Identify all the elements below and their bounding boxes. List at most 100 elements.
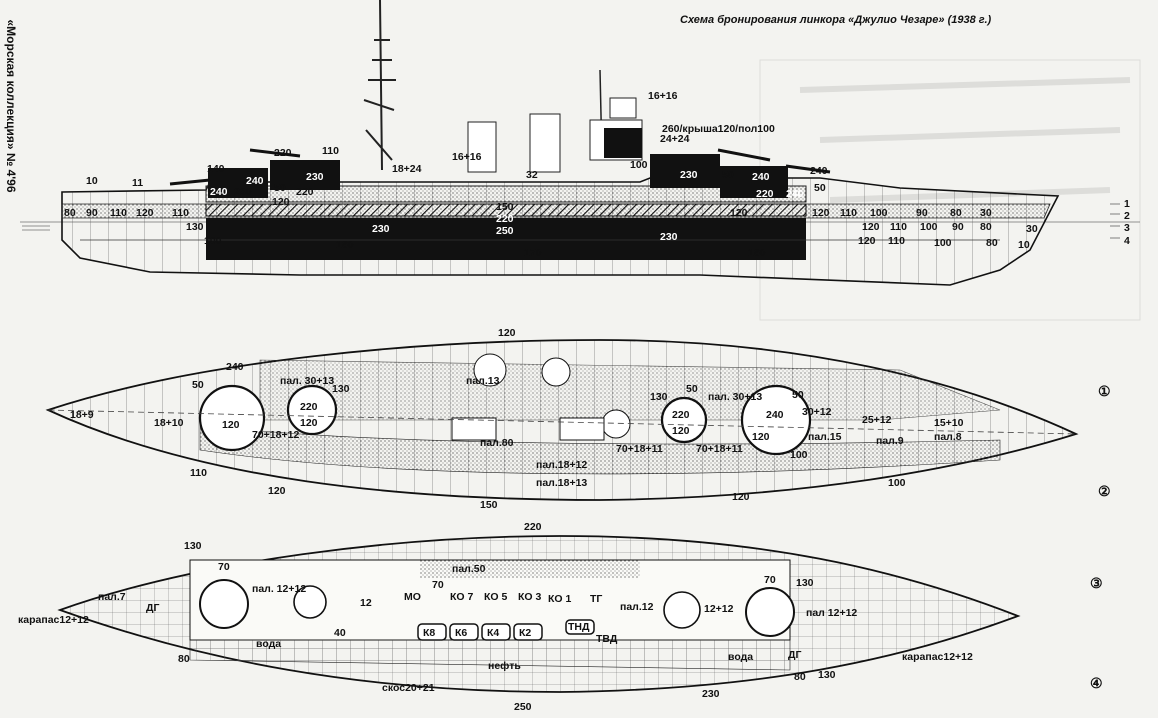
deck-plan-upper: 120 240 50 пал. 30+13 130 220 120 пал.13… [45,327,1111,511]
deck1-label: пал.18+13 [536,477,587,489]
deck1-label: 220 [672,409,690,421]
profile-label: 220 [296,186,314,198]
deck2-label: 220 [524,521,542,533]
profile-label: 80 [986,237,998,249]
deck1-label: 150 [480,499,498,511]
diagram-caption: Схема бронирования линкора «Джулио Чезар… [680,14,992,26]
deck2-label: ДГ [146,602,159,614]
profile-label: 110 [110,207,127,219]
waterline-marker-4: 4 [1124,235,1130,247]
profile-label: 120 [730,207,748,219]
profile-label: 90 [952,221,964,233]
profile-label: 100 [934,237,952,249]
profile-label: 80 [64,207,76,219]
profile-label: 110 [888,235,905,247]
profile-label: 100 [204,235,222,247]
profile-label: 240 [246,175,264,187]
deck2-label: карапас12+12 [18,614,89,626]
deck1-label: 100 [888,477,906,489]
profile-label: 160 [336,239,354,251]
deck1-label: 120 [672,425,690,437]
deck1-label: 15+10 [934,417,964,429]
deck1-label: 50 [686,383,698,395]
deck1-label: 18+9 [70,409,94,421]
profile-label: 170 [524,247,542,259]
deck2-label: карапас12+12 [902,651,973,663]
deck1-label: 130 [650,391,668,403]
deck2-label: КО 5 [484,591,507,603]
deck2-label: 80 [794,671,806,683]
deck1-label: 220 [300,401,318,413]
profile-label: 120 [812,207,830,219]
deck1-label: пал.15 [808,431,842,443]
profile-label: 90 [86,207,98,219]
deck1-label: пал.8 [934,431,962,443]
profile-label: 240 [786,188,804,200]
deck1-label: 120 [268,485,286,497]
profile-label: 240 [210,186,228,198]
deck-plan-lower: 220 130 70 пал.50 70 130 70 пал. 12+12 1… [18,521,1103,713]
deck1-label: 25+12 [862,414,892,426]
deck1-label: пал. 30+13 [708,391,762,403]
deck2-label: 250 [514,701,532,713]
deck2-label: 12 [360,597,372,609]
section-marker-3: ③ [1090,575,1103,591]
profile-label: 16+16 [648,90,678,102]
deck1-label: 70+18+12 [252,429,299,441]
turret-c [650,154,720,188]
deck2-label: 12+12 [704,603,734,615]
profile-label: 24+24 [660,133,690,145]
profile-label: 50 [814,182,826,194]
deck2-label: нефть [488,660,521,672]
deck2-label: 70 [432,579,444,591]
deck2-label: КО 1 [548,593,571,605]
waterline-marker-1: 1 [1124,198,1130,210]
profile-label: 80 [980,221,992,233]
deck1-label: 120 [222,419,240,431]
waterline-marker-3: 3 [1124,222,1130,234]
deck2-label: К2 [519,627,531,639]
deck1-label: 240 [766,409,784,421]
deck2-label: ТВД [596,633,618,645]
section-marker-4: ④ [1090,675,1103,691]
profile-label: 11 [132,177,143,189]
foremast [363,0,396,171]
profile-label: 100 [870,207,888,219]
profile-label: 240 [810,165,828,177]
profile-label: 110 [840,207,857,219]
deck2-label: 130 [818,669,836,681]
deck1-label: 18+10 [154,417,184,429]
deck1-label: пал.18+12 [536,459,587,471]
deck2-label: пал 12+12 [806,607,857,619]
profile-label: 230 [372,223,390,235]
deck1-label: 120 [498,327,516,339]
profile-label: 18+24 [392,163,422,175]
deck2-label: 70 [764,574,776,586]
profile-label: 160 [748,247,766,259]
barbette-d [740,384,812,456]
deck2-label: 70 [218,561,230,573]
profile-label: 120 [136,207,154,219]
profile-label: 220 [496,213,514,225]
deck2-label: ДГ [788,649,801,661]
deck1-label: 130 [332,383,350,395]
deck2-label: КО 3 [518,591,541,603]
section-marker-1: ① [1098,383,1111,399]
deck2-label: К6 [455,627,467,639]
profile-view: 1 2 3 4 10 11 140 220 110 240 230 50 240… [20,0,1140,286]
deck1-label: 120 [752,431,770,443]
profile-label: 50 [274,182,286,194]
deck2-label: 80 [178,653,190,665]
barbette-b [286,384,338,436]
waterline-markers: 1 2 3 4 [1110,198,1130,247]
profile-label: 110 [172,207,189,219]
deck2-label: 130 [796,577,814,589]
deck2-label: К4 [487,627,499,639]
deck1-label: 70+18+11 [616,443,663,455]
deck2-label: КО 7 [450,591,473,603]
profile-label: 100 [630,159,648,171]
profile-label: 120 [862,221,880,233]
deck2-label: пал. 12+12 [252,583,306,595]
profile-label: 220 [756,188,774,200]
